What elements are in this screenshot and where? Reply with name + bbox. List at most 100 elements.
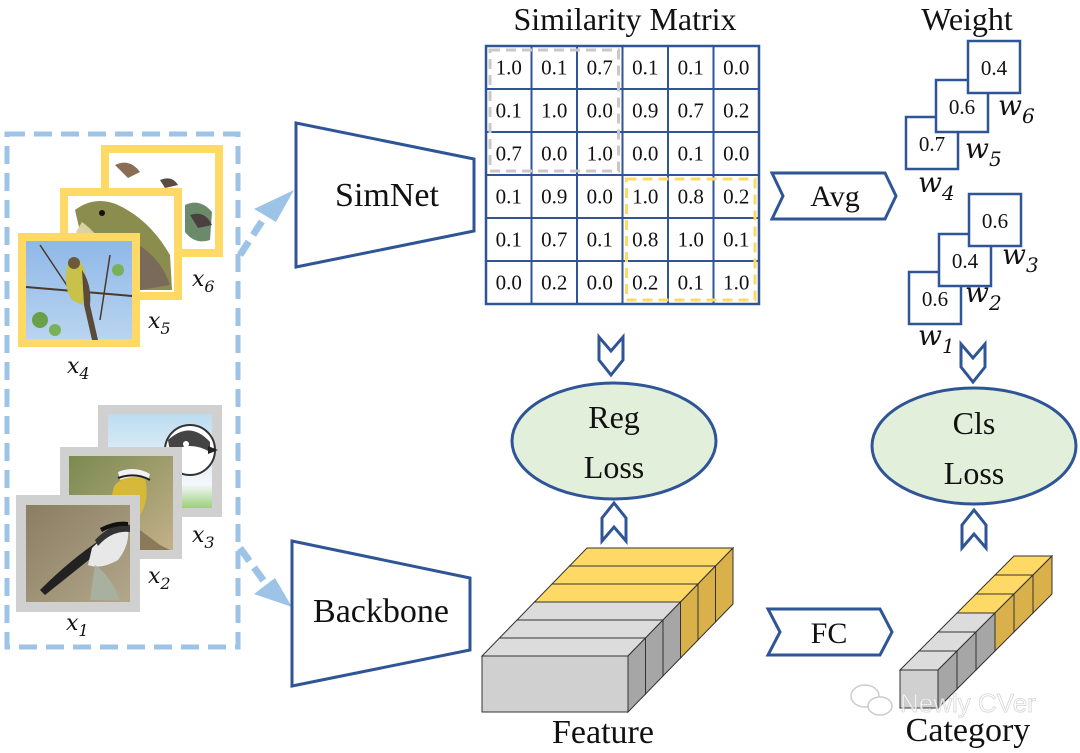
input-group-border [4, 131, 241, 650]
matrix-cell: 0.1 [667, 260, 715, 305]
matrix-cell-value: 0.1 [723, 228, 749, 252]
similarity-matrix-title: Similarity Matrix [513, 1, 736, 37]
matrix-cell: 0.2 [712, 174, 760, 219]
matrix-cell-value: 1.0 [541, 99, 567, 123]
connector-category-to-clsloss [960, 507, 988, 553]
simnet-label: SimNet [335, 177, 439, 214]
label-x2: x2 [148, 564, 171, 593]
connector-weight-to-clsloss [959, 339, 987, 385]
feature-label: Feature [552, 714, 654, 751]
matrix-cell: 0.2 [621, 260, 669, 305]
matrix-cell: 1.0 [621, 174, 669, 219]
matrix-cell-value: 0.1 [678, 56, 704, 80]
weight-value: 0.6 [982, 209, 1008, 233]
matrix-cell-value: 0.2 [723, 185, 749, 209]
weight-label-w5: w5 [965, 132, 1002, 171]
weight-value: 0.4 [981, 56, 1008, 80]
matrix-cell: 0.1 [530, 45, 578, 90]
highlight-block-yellow [625, 177, 757, 302]
cls-loss-line2: Loss [944, 455, 1004, 491]
fc-block: FC [765, 607, 894, 657]
watermark-text: Newly CVer [900, 688, 1036, 718]
matrix-cell-value: 0.0 [587, 99, 613, 123]
matrix-cell: 0.0 [576, 88, 624, 133]
matrix-cell: 0.1 [621, 45, 669, 90]
wechat-icon [850, 684, 893, 716]
matrix-cell: 0.0 [530, 131, 578, 176]
category-cube-gray [898, 649, 959, 710]
image-x4 [18, 233, 140, 347]
reg-loss-line1: Reg [588, 399, 640, 435]
matrix-cell: 1.0 [667, 217, 715, 262]
label-x5: x5 [148, 309, 171, 338]
matrix-cell-value: 0.1 [496, 99, 522, 123]
matrix-cell: 0.1 [485, 88, 533, 133]
weight-label-w1: w1 [918, 319, 955, 358]
matrix-cell: 0.1 [667, 45, 715, 90]
arrow-to-backbone [237, 545, 292, 607]
matrix-cell: 0.7 [667, 88, 715, 133]
feature-slice-gray [480, 636, 647, 714]
matrix-cell-value: 0.8 [678, 185, 704, 209]
weight-label-w3: w3 [1002, 238, 1039, 277]
matrix-cell-value: 0.0 [541, 142, 567, 166]
matrix-cell-value: 0.9 [541, 185, 567, 209]
matrix-cell: 0.8 [621, 217, 669, 262]
matrix-cell-value: 0.0 [496, 271, 522, 295]
watermark: Newly CVer [850, 684, 1037, 718]
matrix-cell-value: 0.0 [587, 185, 613, 209]
matrix-cell: 0.1 [667, 131, 715, 176]
matrix-cell-value: 1.0 [723, 271, 749, 295]
weight-box-bottom-1: 0.6 [907, 270, 963, 326]
cls-loss: Cls Loss [870, 386, 1078, 506]
matrix-cell: 0.7 [485, 131, 533, 176]
image-stack-top: x6 x5 x4 [18, 145, 223, 383]
connector-matrix-to-regloss [597, 332, 625, 378]
matrix-cell: 1.0 [485, 45, 533, 90]
weight-label-w4: w4 [918, 166, 955, 205]
weight-box-bottom-3: 0.6 [967, 192, 1023, 248]
matrix-cell-value: 0.0 [632, 142, 658, 166]
weight-value: 0.4 [952, 249, 979, 273]
cls-loss-line1: Cls [953, 405, 996, 441]
matrix-cell-value: 1.0 [496, 56, 522, 80]
matrix-cell: 0.1 [485, 217, 533, 262]
feature-tensor [480, 546, 735, 714]
weight-label-w2: w2 [965, 276, 1002, 315]
weight-value: 0.7 [919, 132, 945, 156]
avg-label: Avg [810, 180, 859, 213]
matrix-border [484, 44, 761, 306]
matrix-cell: 1.0 [530, 88, 578, 133]
weight-box-top-6: 0.4 [966, 39, 1022, 95]
matrix-cell-value: 0.0 [587, 271, 613, 295]
matrix-cell: 0.0 [712, 131, 760, 176]
matrix-cell: 0.7 [530, 217, 578, 262]
matrix-cell-value: 0.1 [496, 185, 522, 209]
matrix-cell: 0.1 [712, 217, 760, 262]
matrix-cell: 0.9 [530, 174, 578, 219]
matrix-cell: 0.2 [530, 260, 578, 305]
backbone-label: Backbone [313, 593, 449, 630]
label-x4: x4 [67, 354, 90, 383]
matrix-cell-value: 0.1 [678, 142, 704, 166]
connector-feature-to-regloss [600, 500, 628, 546]
matrix-cell: 0.1 [576, 217, 624, 262]
matrix-cell: 0.0 [621, 131, 669, 176]
image-x1 [16, 495, 140, 612]
label-x6: x6 [192, 267, 215, 296]
matrix-cell-value: 0.1 [541, 56, 567, 80]
backbone-block: Backbone [290, 539, 472, 688]
matrix-cell-value: 0.7 [587, 56, 613, 80]
matrix-cell: 1.0 [712, 260, 760, 305]
matrix-cell-value: 0.2 [723, 99, 749, 123]
matrix-cell: 0.8 [667, 174, 715, 219]
matrix-cell-value: 0.2 [632, 271, 658, 295]
matrix-cell-value: 1.0 [587, 142, 613, 166]
category-label: Category [906, 712, 1031, 749]
matrix-cell: 0.0 [485, 260, 533, 305]
matrix-cell-value: 1.0 [678, 228, 704, 252]
weight-value: 0.6 [949, 95, 975, 119]
